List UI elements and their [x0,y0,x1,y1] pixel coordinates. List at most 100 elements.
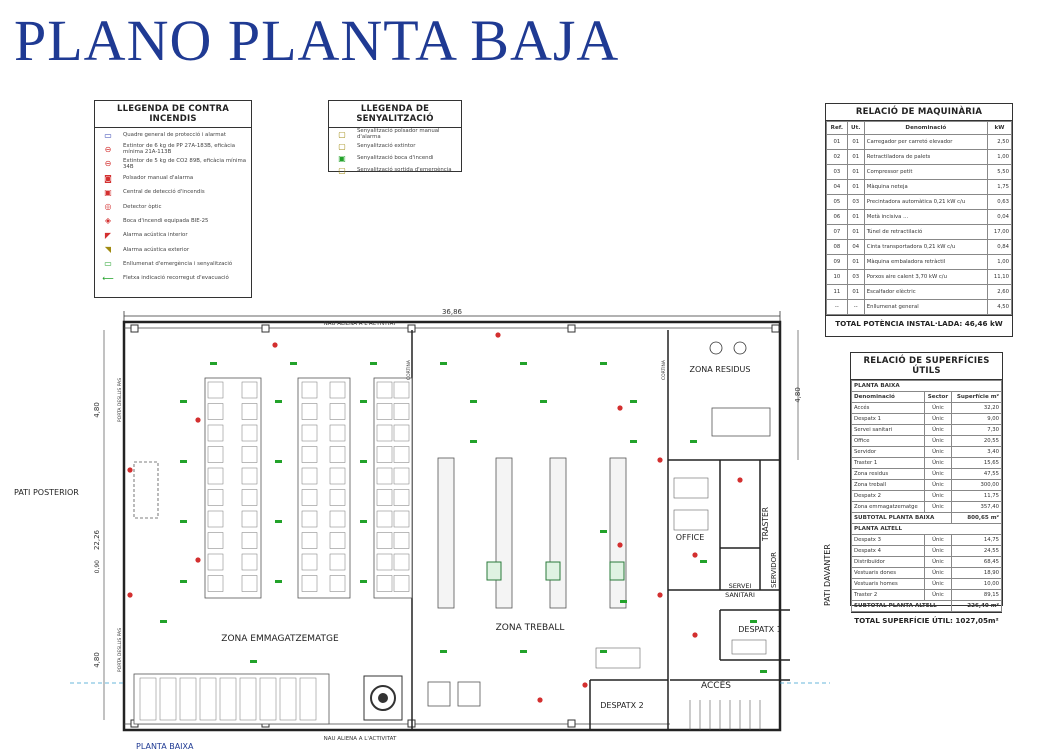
dimension-left-top: 4,80 [93,402,101,418]
table-cell: -- [846,299,865,315]
rack-cell [393,510,410,528]
legend-item: ▢Senyalització extintor [329,140,461,152]
rack-cell [393,403,410,420]
rack-cell [376,381,393,399]
office-label: OFFICE [676,533,705,542]
fire-device-icon [195,417,201,423]
floor-label: PLANTA BAIXA [136,742,194,751]
rack-cell [393,489,410,506]
table-cell: Màquina neteja [863,179,988,195]
legend-item-label: Detector òptic [123,203,162,210]
legend-item-label: Senyalització sortida d'emergència [357,167,452,173]
dimension-right: 4,80 [794,387,802,403]
evacuation-arrow-icon [440,650,447,653]
rack-cell [207,381,224,399]
surfaces-title: RELACIÓ DE SUPERFÍCIES ÚTILS [851,353,1002,380]
evacuation-arrow-icon [470,400,477,403]
evacuation-arrow-icon [360,460,367,463]
fire-legend: LLEGENDA DE CONTRA INCENDIS ▭Quadre gene… [94,100,252,298]
legend-item-label: Alarma acústica interior [123,232,188,239]
table-cell: 01 [846,254,865,270]
rack-cell [301,489,318,506]
table-cell: Carregador per carretó elevador [863,134,988,150]
machinery-header-cell: Ref. [826,121,848,135]
legend-item-label: Fletxa indicació recorregut d'evacuació [123,275,229,282]
evacuation-arrow-icon [180,520,187,523]
work-zone-label: ZONA TREBALL [496,623,565,633]
restroom-label: SERVEI [729,582,752,590]
evacuation-arrow-icon [630,440,637,443]
evacuation-arrow-icon [370,362,377,365]
table-cell: Metà incisiva ... [863,209,988,225]
evacuation-arrow-icon [520,650,527,653]
evacuation-arrow-icon [160,620,167,623]
evacuation-arrow-icon [290,362,297,365]
rack-cell [207,467,224,485]
rack-cell [241,532,258,549]
legend-item-label: Boca d'incendi equipada BIE-25 [123,217,209,224]
machinery-header-cell: Ut. [846,121,865,135]
evacuation-arrow-icon [275,460,282,463]
table-cell: 1,00 [986,254,1013,270]
waste-zone-label: ZONA RESIDUS [690,365,751,374]
table-cell: 226,40 m² [950,600,1003,612]
rack-cell [301,424,318,442]
legend-item: ◎Detector òptic [95,199,251,213]
sign-hose-icon: ▣ [338,153,346,163]
rack-cell [259,677,277,721]
rack-cell [376,489,393,506]
table-cell: Retractiladora de palets [863,149,988,165]
fire-device-icon [617,405,623,411]
table-cell: Precintadora automàtica 0,21 kW c/u [863,194,988,210]
fire-device-icon [495,332,501,338]
rack-cell [329,403,346,420]
storeroom-label: TRASTER [761,507,770,542]
rack-cell [329,424,346,442]
rack-cell [241,553,258,571]
outdoor-alarm-icon: ◥ [104,245,112,255]
evacuation-arrow-icon [600,530,607,533]
extinguisher-co2-icon: ⊖ [104,159,112,169]
curtain-label: CORTINA [406,359,412,380]
nave-top-label: NAU ALIENA A L'ACTIVITAT [324,321,397,327]
evacuation-arrow-icon [210,362,217,365]
rack-cell [393,424,410,442]
table-cell: 02 [826,149,848,165]
server-label: SERVIDOR [770,552,778,588]
table-cell: 07 [826,224,848,240]
table-cell: Cinta transportadora 0,21 kW c/u [863,239,988,255]
evacuation-arrow-icon [700,560,707,563]
fire-device-icon [657,592,663,598]
table-cell: 09 [826,254,848,270]
rack-cell [329,489,346,506]
legend-item-label: Enllumenat d'emergència i senyalització [123,260,233,267]
table-cell: 11,10 [986,269,1013,285]
rack-cell [329,575,346,592]
legend-item: ◤Alarma acústica interior [95,228,251,242]
table-cell: 1,75 [986,179,1013,195]
legend-item: ⟵Fletxa indicació recorregut d'evacuació [95,271,251,285]
storage-zone-label: ZONA EMMAGATZEMATGE [221,634,339,644]
table-cell: 10 [826,269,848,285]
table-cell: Enllumenat general [863,299,988,315]
rack-cell [376,403,393,420]
legend-item-label: Senyalització boca d'incendi [357,155,434,161]
rear-patio-label: PATI POSTERIOR [14,488,79,497]
rack-cell [301,381,318,399]
table-cell: 4,50 [986,299,1013,315]
legend-item: ▣ Senyalització boca d'incendi [329,152,461,164]
rack-cell [199,677,217,721]
evacuation-arrow-icon [750,620,757,623]
fire-legend-items: ▭Quadre general de protecció i alarmat⊖E… [95,128,251,285]
table-cell: 01 [846,179,865,195]
page-title: PLANO PLANTA BAJA [14,8,620,73]
rack-cell [329,510,346,528]
